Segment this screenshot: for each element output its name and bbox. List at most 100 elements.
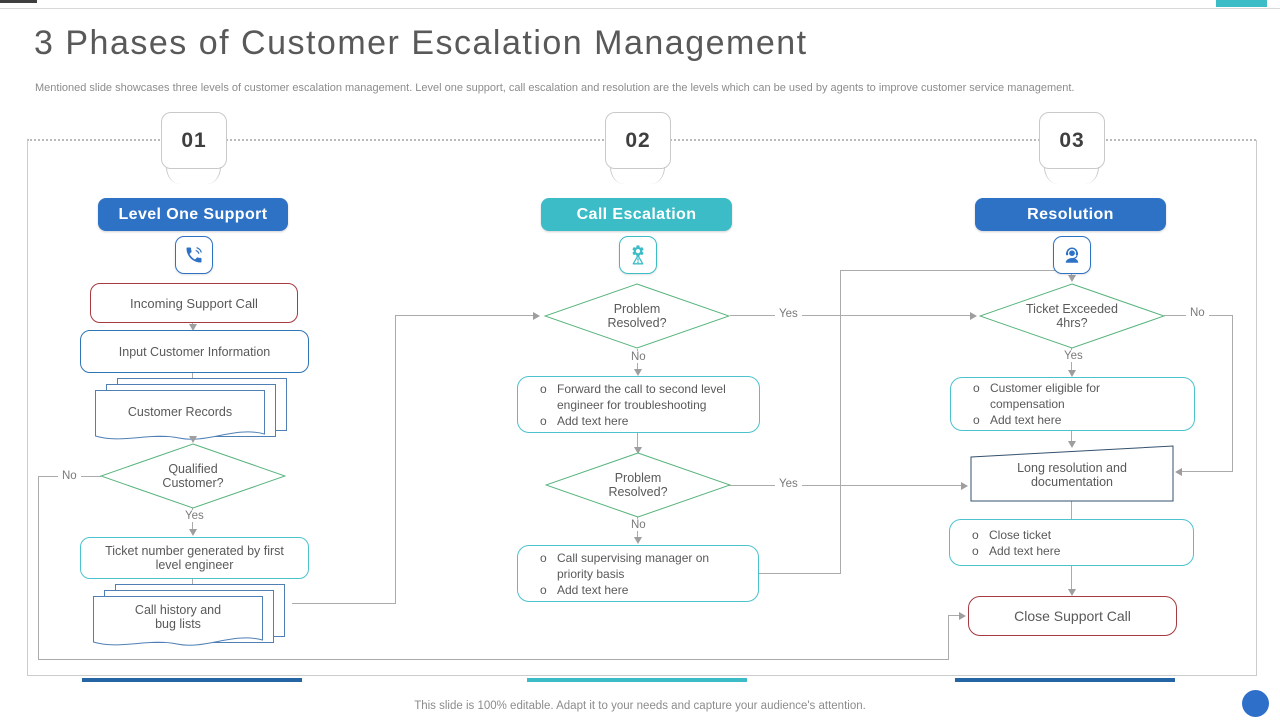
- connector: [1180, 471, 1233, 472]
- phase-leg: [649, 167, 665, 184]
- frame-right: [1256, 140, 1257, 675]
- bullet: o: [540, 582, 547, 597]
- arrowhead: [533, 312, 540, 320]
- frame-left: [27, 140, 28, 675]
- connector: [840, 270, 1072, 271]
- close-ticket-bullet-box: o Close ticket o Add text here: [949, 519, 1194, 566]
- box-text: Ticket number generated by first level e…: [105, 544, 284, 572]
- connector: [1071, 566, 1072, 592]
- header-resolution: Resolution: [975, 198, 1166, 231]
- bullet: o: [540, 550, 547, 565]
- diamond-text: Qualified Customer?: [162, 462, 224, 490]
- connector: [1232, 315, 1233, 472]
- top-right-accent-bar: [1216, 0, 1267, 7]
- connector: [1071, 270, 1072, 278]
- bullet-item: Add text here: [990, 413, 1062, 427]
- label-no: No: [627, 351, 650, 363]
- label-yes: Yes: [775, 308, 802, 320]
- label-no: No: [58, 470, 81, 482]
- bullet-item: Call supervising manager on priority bas…: [557, 550, 710, 581]
- ticket-number-box: Ticket number generated by first level e…: [80, 537, 309, 579]
- bullet-item: Add text here: [989, 543, 1061, 558]
- phase-number-3: 03: [1039, 112, 1105, 169]
- arrowhead: [1175, 468, 1182, 476]
- arrowhead: [189, 324, 197, 331]
- connector: [729, 485, 963, 486]
- phase-leg: [610, 167, 626, 184]
- arrowhead: [959, 612, 966, 620]
- bullet: o: [973, 413, 980, 427]
- diamond-text: Ticket Exceeded 4hrs?: [1026, 302, 1118, 330]
- connector: [38, 476, 39, 660]
- support-agent-icon: [1053, 236, 1091, 274]
- arrowhead: [634, 537, 642, 544]
- header-level-one-support: Level One Support: [98, 198, 288, 231]
- connector: [637, 433, 638, 449]
- diamond-text: Problem Resolved?: [608, 471, 668, 499]
- label-yes: Yes: [775, 478, 802, 490]
- header-call-escalation: Call Escalation: [541, 198, 732, 231]
- bullet: o: [540, 413, 547, 428]
- label-yes: Yes: [1060, 350, 1087, 362]
- frame-bottom: [27, 675, 1257, 676]
- arrowhead: [1068, 441, 1076, 448]
- connector: [1071, 430, 1072, 443]
- connector: [395, 316, 396, 604]
- phone-call-icon: [175, 236, 213, 274]
- connector: [758, 573, 841, 574]
- bottom-bar-blue-2: [955, 678, 1175, 682]
- footer-note: This slide is 100% editable. Adapt it to…: [414, 700, 866, 712]
- doc-text: Call history and bug lists: [134, 603, 222, 631]
- gear-alert-icon: [619, 236, 657, 274]
- incoming-support-call-box: Incoming Support Call: [90, 283, 298, 323]
- phase-leg: [1044, 167, 1060, 184]
- phase-number-2: 02: [605, 112, 671, 169]
- connector: [948, 615, 949, 660]
- qualified-customer-diamond: Qualified Customer?: [99, 443, 287, 509]
- diamond-text: Problem Resolved?: [607, 302, 667, 330]
- bullet-item: Add text here: [557, 582, 629, 597]
- bullet-item: Forward the call to second level enginee…: [557, 381, 726, 412]
- page-subtitle: Mentioned slide showcases three levels o…: [35, 82, 1075, 94]
- phase-leg: [1083, 167, 1099, 184]
- top-left-accent-bar: [0, 0, 37, 3]
- bullet-item: Customer eligible for compensation: [990, 381, 1101, 411]
- label-yes: Yes: [181, 510, 208, 522]
- bullet: o: [972, 527, 979, 542]
- label-no: No: [627, 519, 650, 531]
- box-text: Input Customer Information: [118, 344, 271, 359]
- phase-leg: [166, 167, 182, 184]
- phase-number-1: 01: [161, 112, 227, 169]
- connector: [192, 371, 193, 380]
- close-support-call-box: Close Support Call: [968, 596, 1177, 636]
- arrowhead: [189, 529, 197, 536]
- customer-records-label: Customer Records: [127, 405, 233, 419]
- arrowhead: [1068, 275, 1076, 282]
- ticket-exceeded-diamond: Ticket Exceeded 4hrs?: [978, 283, 1166, 349]
- problem-resolved-1-diamond: Problem Resolved?: [543, 283, 731, 349]
- bottom-right-circle: [1242, 690, 1269, 717]
- arrowhead: [970, 312, 977, 320]
- connector: [192, 577, 193, 587]
- customer-records-document: [95, 378, 295, 450]
- connector: [730, 315, 972, 316]
- connector: [840, 270, 841, 574]
- top-rule: [0, 8, 1280, 9]
- bullet: o: [540, 381, 547, 396]
- gear-alert-icon: [632, 245, 644, 265]
- call-history-document: [93, 584, 293, 656]
- connector: [38, 659, 948, 660]
- call-history-label: Call history and bug lists: [93, 603, 263, 631]
- connector: [1071, 501, 1072, 519]
- arrowhead: [189, 436, 197, 443]
- connector: [292, 603, 396, 604]
- support-agent-icon: [1065, 247, 1079, 263]
- bullet: o: [973, 381, 980, 395]
- arrowhead: [1068, 589, 1076, 596]
- long-resolution-shape: [970, 445, 1174, 502]
- bottom-bar-blue-1: [82, 678, 302, 682]
- long-resolution-label: Long resolution and documentation: [970, 461, 1174, 489]
- forward-call-bullet-box: o Forward the call to second level engin…: [517, 376, 760, 433]
- input-customer-information-box: Input Customer Information: [80, 330, 309, 373]
